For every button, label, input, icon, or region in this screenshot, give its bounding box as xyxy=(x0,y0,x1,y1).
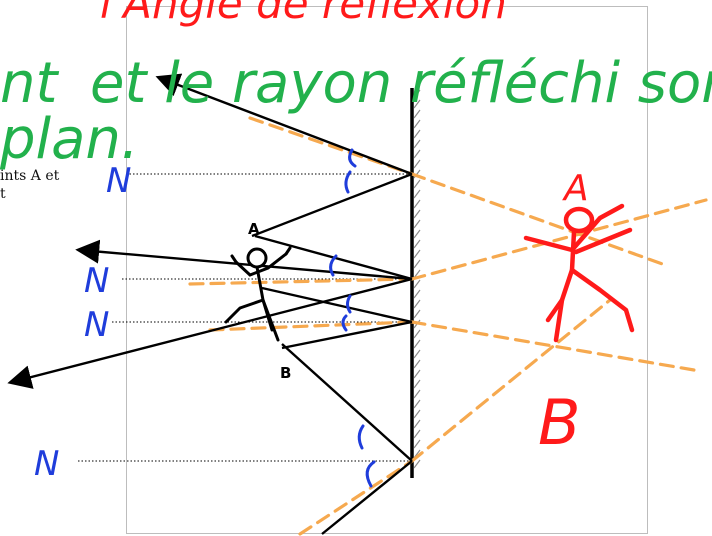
reflected-ray-1 xyxy=(155,73,413,176)
green-text-line2: plan. xyxy=(0,107,139,172)
red-text-top: l'Angle de réflexion xyxy=(100,0,507,28)
object-figure-hands xyxy=(230,246,292,264)
virtual-ray-5 xyxy=(410,298,612,463)
red-annotations: l'Angle de réflexion xyxy=(100,0,507,28)
image-labels: A B xyxy=(538,168,589,459)
virtual-ray-4 xyxy=(410,320,696,372)
reflected-ray-4 xyxy=(321,460,413,535)
angle-arc-6 xyxy=(357,424,365,450)
virtual-ray-lines xyxy=(188,116,708,536)
doc-text-line2: t xyxy=(0,186,6,202)
virtual-ray-8 xyxy=(298,459,414,536)
object-figure-arms xyxy=(234,252,288,277)
reflected-ray-3 xyxy=(7,277,413,389)
angle-arc-4 xyxy=(346,294,352,314)
normal-lines xyxy=(78,173,412,462)
point-label-b: B xyxy=(280,364,291,382)
document-text: ints A et t xyxy=(0,168,60,202)
angle-arc-5 xyxy=(341,314,348,332)
image-figure-leg-left xyxy=(545,297,565,323)
image-figure-leg-right xyxy=(569,267,635,333)
image-label-a: A xyxy=(562,168,589,209)
angle-arc-7 xyxy=(365,460,376,488)
virtual-ray-1 xyxy=(248,116,414,176)
green-annotations: nt et le rayon réfléchi sont plan. xyxy=(0,51,712,172)
virtual-ray-7 xyxy=(208,320,414,332)
angle-arc-1 xyxy=(348,148,357,168)
incident-ray-3 xyxy=(261,286,413,324)
point-label-a: A xyxy=(248,220,260,238)
reflected-ray-2 xyxy=(75,239,413,281)
object-figure-leg-left xyxy=(224,298,265,324)
image-label-b: B xyxy=(538,386,581,459)
normal-labels: N N N N xyxy=(34,161,131,484)
image-figure xyxy=(523,203,635,343)
angle-arc-3 xyxy=(329,254,338,277)
image-figure-arm-right xyxy=(573,227,633,255)
point-labels: A B xyxy=(248,220,291,382)
incident-ray-1 xyxy=(251,172,413,238)
normal-label-2: N xyxy=(84,261,109,301)
incident-ray-4 xyxy=(281,320,413,350)
image-figure-head xyxy=(563,206,595,234)
object-figure-leg-right xyxy=(261,298,274,332)
angle-arcs xyxy=(329,148,376,488)
doc-text-line1: ints A et xyxy=(0,168,60,184)
mirror-hatching xyxy=(413,89,421,469)
slide-frame xyxy=(126,6,648,534)
mirror xyxy=(410,88,421,478)
normal-label-3: N xyxy=(84,305,109,345)
object-figure-head xyxy=(246,247,268,269)
virtual-ray-3 xyxy=(410,198,708,281)
normal-label-4: N xyxy=(34,444,59,484)
image-figure-arms xyxy=(523,203,625,253)
green-text-left: nt xyxy=(0,51,59,116)
angle-arc-2 xyxy=(344,170,352,194)
virtual-ray-2 xyxy=(410,172,670,268)
normal-label-1: N xyxy=(106,161,131,201)
incident-ray-5 xyxy=(281,343,413,462)
object-figure xyxy=(224,246,292,342)
green-text-line1: et le rayon réfléchi sont xyxy=(90,51,712,116)
virtual-ray-6 xyxy=(188,277,414,286)
